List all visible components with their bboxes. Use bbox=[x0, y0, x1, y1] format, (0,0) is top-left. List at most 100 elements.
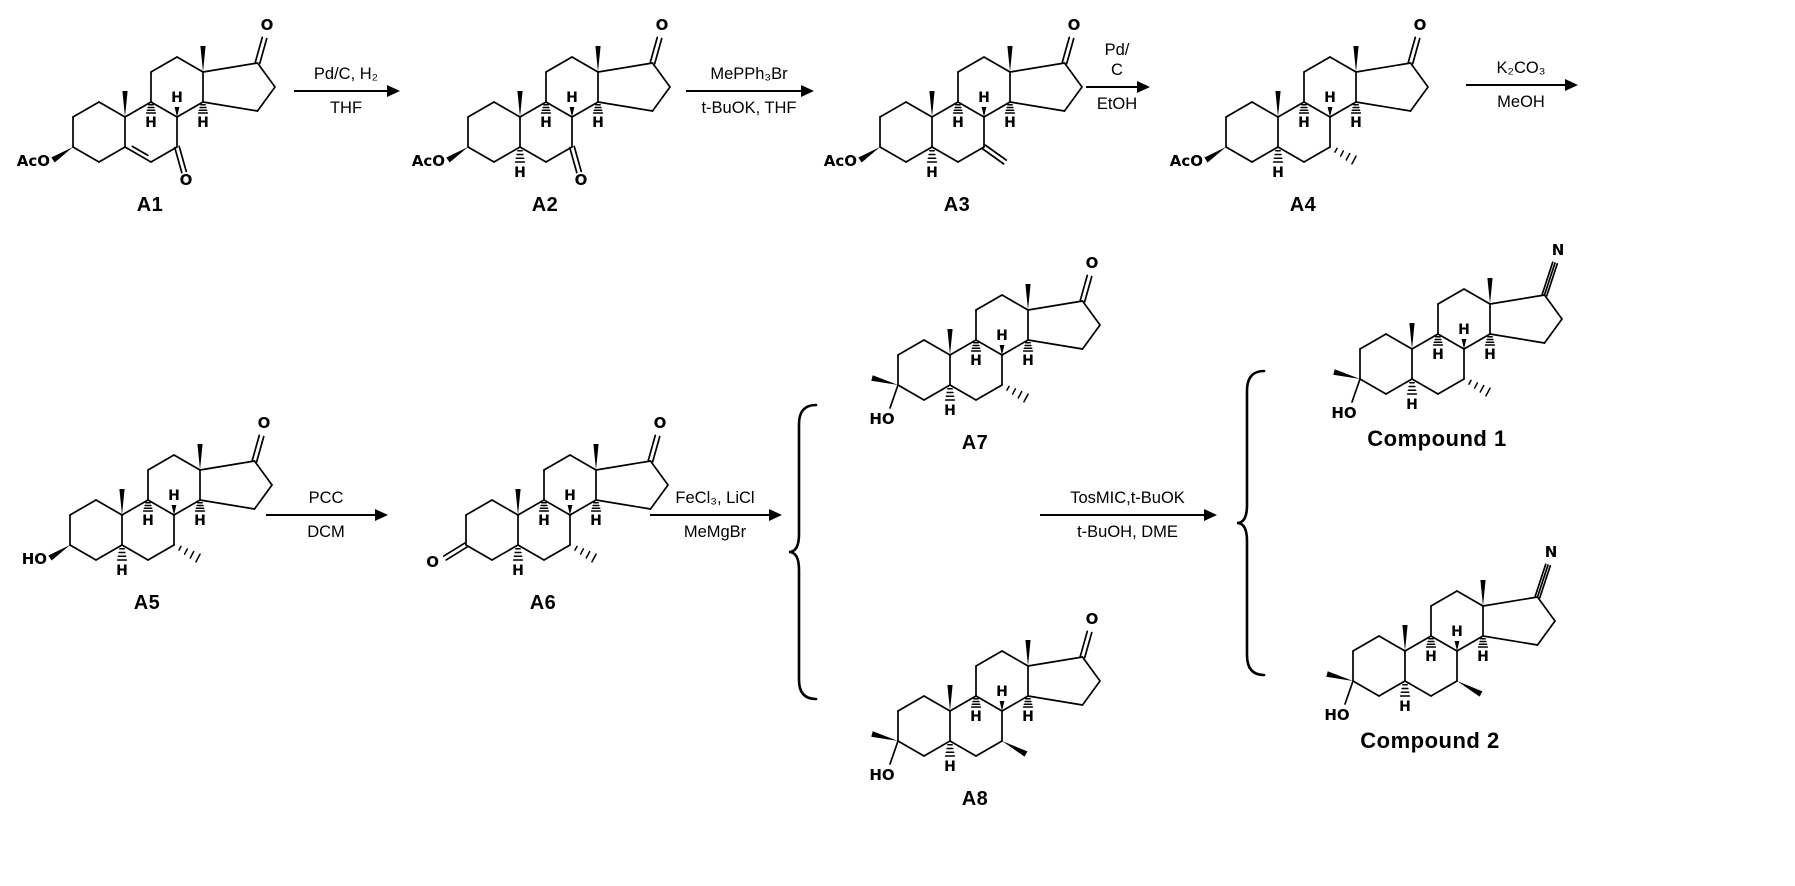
reagents-below-5: DCM bbox=[307, 523, 345, 542]
svg-text:O: O bbox=[1414, 16, 1427, 34]
reaction-arrow-6: FeCl₃, LiCl MeMgBr bbox=[650, 488, 782, 542]
reagents-above-4: K₂CO₃ bbox=[1496, 59, 1546, 77]
svg-text:AcO: AcO bbox=[824, 152, 857, 170]
structure-label-a8: A8 bbox=[961, 788, 989, 810]
svg-text:H: H bbox=[996, 684, 1008, 700]
svg-text:H: H bbox=[996, 328, 1008, 344]
svg-text:H: H bbox=[944, 403, 956, 419]
svg-text:O: O bbox=[261, 16, 274, 34]
svg-text:H: H bbox=[1484, 347, 1496, 363]
svg-text:O: O bbox=[1086, 254, 1099, 272]
reaction-arrow-7: TosMIC,t-BuOK t-BuOH, DME bbox=[1040, 488, 1217, 542]
structure-label-a6: A6 bbox=[529, 592, 557, 614]
svg-text:HO: HO bbox=[869, 766, 894, 784]
svg-text:H: H bbox=[194, 513, 206, 529]
svg-text:H: H bbox=[566, 90, 578, 106]
svg-text:AcO: AcO bbox=[412, 152, 445, 170]
arrow-line-3 bbox=[1086, 80, 1150, 93]
reagents-above-5: PCC bbox=[308, 489, 344, 507]
structure-label-a7: A7 bbox=[961, 432, 989, 454]
svg-text:H: H bbox=[564, 488, 576, 504]
svg-text:H: H bbox=[197, 115, 209, 131]
svg-text:H: H bbox=[952, 115, 964, 131]
svg-text:H: H bbox=[1458, 322, 1470, 338]
svg-text:O: O bbox=[180, 171, 193, 189]
reagents-above-1: Pd/C, H₂ bbox=[313, 65, 379, 83]
svg-text:H: H bbox=[1324, 90, 1336, 106]
reagents-below-7: t-BuOH, DME bbox=[1077, 523, 1178, 542]
svg-text:H: H bbox=[512, 563, 524, 579]
arrow-line-5 bbox=[266, 508, 388, 521]
reaction-arrow-2: MePPh₃Br t-BuOK, THF bbox=[686, 64, 814, 118]
svg-text:O: O bbox=[656, 16, 669, 34]
svg-text:H: H bbox=[1022, 353, 1034, 369]
svg-text:O: O bbox=[575, 171, 588, 189]
svg-text:HO: HO bbox=[1324, 706, 1349, 724]
svg-text:N: N bbox=[1552, 241, 1565, 259]
svg-text:H: H bbox=[970, 709, 982, 725]
svg-text:H: H bbox=[538, 513, 550, 529]
svg-text:H: H bbox=[1406, 397, 1418, 413]
svg-text:O: O bbox=[258, 414, 271, 432]
arrow-line-7 bbox=[1040, 508, 1217, 521]
structure-label-a4: A4 bbox=[1289, 194, 1317, 216]
svg-text:H: H bbox=[116, 563, 128, 579]
svg-text:H: H bbox=[1451, 624, 1463, 640]
svg-text:AcO: AcO bbox=[1170, 152, 1203, 170]
svg-text:O: O bbox=[1068, 16, 1081, 34]
svg-text:H: H bbox=[1022, 709, 1034, 725]
svg-text:H: H bbox=[1477, 649, 1489, 665]
svg-text:H: H bbox=[592, 115, 604, 131]
reagents-below-2: t-BuOK, THF bbox=[701, 99, 797, 118]
svg-text:N: N bbox=[1545, 543, 1558, 561]
svg-text:H: H bbox=[944, 759, 956, 775]
svg-text:O: O bbox=[654, 414, 667, 432]
structure-label-a5: A5 bbox=[133, 592, 161, 614]
svg-text:HO: HO bbox=[22, 550, 47, 568]
reagents-above-2: MePPh₃Br bbox=[710, 65, 788, 83]
svg-text:H: H bbox=[926, 165, 938, 181]
svg-text:H: H bbox=[171, 90, 183, 106]
svg-text:H: H bbox=[590, 513, 602, 529]
svg-text:H: H bbox=[978, 90, 990, 106]
structure-label-a2: A2 bbox=[531, 194, 559, 216]
structure-label-compound-1: Compound 1 bbox=[1367, 426, 1507, 451]
reagents-below-4: MeOH bbox=[1497, 93, 1545, 112]
svg-text:HO: HO bbox=[869, 410, 894, 428]
svg-text:H: H bbox=[1004, 115, 1016, 131]
svg-text:H: H bbox=[1425, 649, 1437, 665]
svg-text:H: H bbox=[1399, 699, 1411, 715]
svg-text:H: H bbox=[142, 513, 154, 529]
arrow-line-6 bbox=[650, 508, 782, 521]
svg-text:AcO: AcO bbox=[17, 152, 50, 170]
svg-text:HO: HO bbox=[1331, 404, 1356, 422]
structure-label-a3: A3 bbox=[943, 194, 971, 216]
arrow-line-2 bbox=[686, 84, 814, 97]
svg-text:O: O bbox=[426, 553, 439, 571]
reagents-below-6: MeMgBr bbox=[683, 523, 747, 542]
reagents-above-3: Pd/C bbox=[1104, 41, 1130, 80]
svg-text:H: H bbox=[514, 165, 526, 181]
svg-text:H: H bbox=[1432, 347, 1444, 363]
